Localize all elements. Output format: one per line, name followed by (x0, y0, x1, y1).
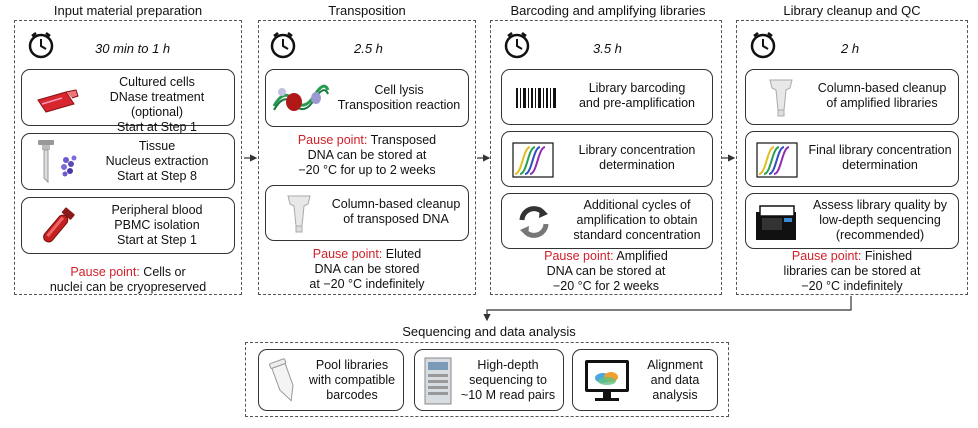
spin-column-icon (769, 79, 793, 117)
clock-icon (28, 32, 54, 59)
card-text: High-depth sequencing to ~10 M read pair… (460, 358, 556, 402)
sequencer-tower-icon (424, 357, 452, 405)
card-text: Additional cycles of amplification to ob… (573, 198, 701, 242)
homogenizer-icon (38, 140, 77, 184)
sequencing-title: Sequencing and data analysis (402, 324, 576, 339)
clock-icon (270, 32, 296, 59)
card-high-depth: High-depth sequencing to ~10 M read pair… (414, 349, 564, 411)
pause-point-eluted: Pause point: Eluted DNA can be stored at… (309, 247, 425, 291)
card-peripheral-blood: Peripheral blood PBMC isolation Start at… (21, 197, 235, 254)
clock-icon (750, 32, 776, 59)
card-text: Alignment and data analysis (647, 358, 703, 402)
pause-point-input: Pause point: Cells or nuclei can be cryo… (49, 265, 207, 294)
card-tissue: Tissue Nucleus extraction Start at Step … (21, 133, 235, 190)
card-text: Library barcoding and pre-amplification (578, 81, 696, 110)
monitor-icon (585, 360, 629, 401)
duration-label: 2.5 h (354, 41, 383, 56)
spin-column-icon (287, 195, 311, 233)
card-cultured-cells: Cultured cells DNase treatment (optional… (21, 69, 235, 134)
pause-point-finished: Pause point: Finished libraries can be s… (783, 249, 921, 293)
card-text: Cultured cells DNase treatment (optional… (109, 75, 205, 134)
column-title-barcoding: Barcoding and amplifying libraries (510, 3, 706, 18)
card-text: Tissue Nucleus extraction Start at Step … (105, 139, 209, 183)
blood-tube-icon (43, 207, 75, 243)
card-text: Final library concentration determinatio… (808, 143, 952, 172)
panel-barcoding: 3.5 h Library barcoding and pre-amplific… (490, 20, 722, 295)
arrow-to-sequencing (483, 296, 852, 322)
transposase-icon (272, 84, 330, 111)
sequencer-icon (756, 205, 796, 240)
card-text: Column-based cleanup of transposed DNA (331, 197, 461, 226)
duration-label: 2 h (841, 41, 860, 56)
panel-input-material: 30 min to 1 h Cultured cells DNase treat… (14, 20, 242, 295)
card-assess-quality: Assess library quality by low-depth sequ… (745, 193, 959, 249)
barcode-icon (516, 88, 556, 108)
card-text: Library concentration determination (578, 143, 696, 172)
card-final-concentration: Final library concentration determinatio… (745, 131, 959, 187)
card-pool-libraries: Pool libraries with compatible barcodes (258, 349, 404, 411)
column-title-transposition: Transposition (328, 3, 406, 18)
card-column-cleanup-transposed: Column-based cleanup of transposed DNA (265, 185, 469, 241)
card-library-concentration: Library concentration determination (501, 131, 713, 187)
clock-icon (504, 32, 530, 59)
panel-cleanup-qc: 2 h Column-based cleanup of amplified li… (736, 20, 968, 295)
pause-point-transposed: Pause point: Transposed DNA can be store… (297, 133, 437, 177)
panel-transposition: 2.5 h Cell lysis Transposition reaction … (258, 20, 476, 295)
pause-point-amplified: Pause point: Amplified DNA can be stored… (544, 249, 668, 293)
flask-icon (37, 89, 79, 113)
duration-label: 3.5 h (593, 41, 622, 56)
card-column-cleanup-amplified: Column-based cleanup of amplified librar… (745, 69, 959, 125)
amplification-curves-icon (756, 142, 798, 178)
card-text: Column-based cleanup of amplified librar… (817, 81, 947, 110)
duration-label: 30 min to 1 h (95, 41, 171, 56)
card-text: Pool libraries with compatible barcodes (308, 358, 396, 402)
card-additional-cycles: Additional cycles of amplification to ob… (501, 193, 713, 249)
card-text: Cell lysis Transposition reaction (337, 83, 461, 112)
amplification-curves-icon (512, 142, 554, 178)
panel-sequencing: Pool libraries with compatible barcodes … (245, 342, 729, 417)
card-alignment: Alignment and data analysis (572, 349, 718, 411)
card-cell-lysis: Cell lysis Transposition reaction (265, 69, 469, 127)
card-library-barcoding: Library barcoding and pre-amplification (501, 69, 713, 125)
card-text: Peripheral blood PBMC isolation Start at… (111, 203, 203, 247)
refresh-cycle-icon (515, 203, 553, 241)
column-title-cleanup: Library cleanup and QC (783, 3, 921, 18)
tube-icon (269, 358, 294, 402)
column-title-input: Input material preparation (53, 3, 203, 18)
card-text: Assess library quality by low-depth sequ… (812, 198, 948, 242)
